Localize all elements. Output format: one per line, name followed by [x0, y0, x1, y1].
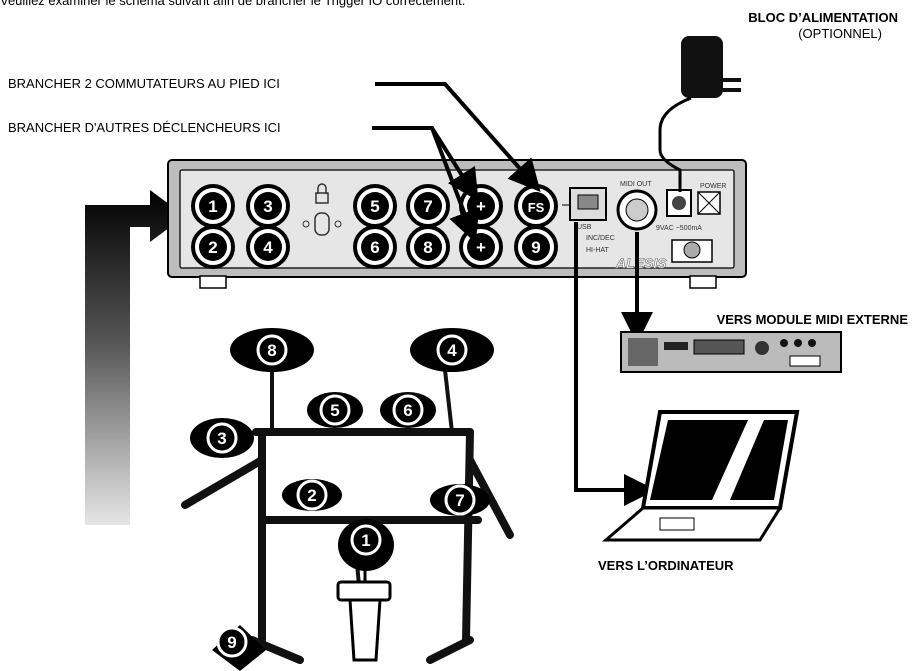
svg-text:7: 7 — [423, 197, 432, 216]
midi-module — [620, 331, 842, 373]
lock-icon — [317, 183, 327, 194]
power-supply-title: BLOC D’ALIMENTATION — [748, 10, 898, 25]
midi-module-label: VERS MODULE MIDI EXTERNE — [717, 312, 909, 327]
jack-7: 7 — [406, 184, 450, 228]
pad-badge-4: 4 — [436, 334, 468, 366]
pad-badge-7: 7 — [444, 484, 476, 516]
svg-text:9: 9 — [531, 238, 540, 257]
pad-badge-6: 6 — [392, 394, 424, 426]
kick-pedal — [336, 560, 392, 662]
jack-4: 4 — [246, 225, 290, 269]
trigger-flow-arrow — [85, 190, 185, 525]
svg-text:2: 2 — [307, 486, 316, 505]
inc-dec-label: INC/DEC — [586, 235, 615, 242]
brand-logo: ALESIS — [615, 255, 667, 271]
svg-text:8: 8 — [423, 238, 432, 257]
midi-out-label: MIDI OUT — [620, 181, 652, 188]
svg-text:7: 7 — [455, 491, 464, 510]
svg-text:+: + — [476, 197, 486, 216]
svg-text:3: 3 — [263, 197, 272, 216]
usb-label: USB — [577, 224, 592, 231]
laptop — [601, 410, 800, 542]
svg-text:6: 6 — [403, 401, 412, 420]
jack-plus-bottom: + — [459, 225, 503, 269]
instruction-text: Veuillez examiner le schéma suivant afin… — [0, 0, 466, 8]
power-adapter — [658, 36, 741, 192]
trigger-arrows — [372, 126, 480, 243]
svg-text:+: + — [476, 238, 486, 257]
svg-text:FS: FS — [528, 200, 545, 215]
svg-text:1: 1 — [208, 197, 217, 216]
jack-8: 8 — [406, 225, 450, 269]
svg-text:1: 1 — [361, 531, 370, 550]
voltage-label: 9VAC ~500mA — [656, 225, 702, 232]
svg-text:2: 2 — [208, 238, 217, 257]
hi-hat-label: HI-HAT — [586, 247, 610, 254]
jack-1: 1 — [191, 184, 235, 228]
svg-text:5: 5 — [370, 197, 379, 216]
usb-cable-arrow — [574, 222, 656, 506]
pad-badge-5: 5 — [319, 394, 351, 426]
pad-badge-2: 2 — [296, 479, 328, 511]
pad-badge-8: 8 — [256, 334, 288, 366]
power-label: POWER — [700, 183, 726, 190]
svg-text:9: 9 — [227, 633, 236, 652]
svg-text:3: 3 — [217, 429, 226, 448]
pad-badge-9: 9 — [216, 626, 248, 658]
trigger-io-device: MIDI OUT POWER USB INC/DEC HI-HAT 9VAC ~… — [167, 159, 747, 289]
computer-label: VERS L’ORDINATEUR — [598, 558, 734, 573]
power-supply-optional: (OPTIONNEL) — [798, 26, 882, 41]
svg-text:8: 8 — [267, 341, 276, 360]
jack-9: 9 — [514, 225, 558, 269]
svg-text:4: 4 — [263, 238, 273, 257]
jack-fs: FS — [514, 184, 558, 228]
svg-text:4: 4 — [447, 341, 457, 360]
footswitch-label: BRANCHER 2 COMMUTATEURS AU PIED ICI — [8, 76, 280, 91]
pad-badge-1: 1 — [350, 524, 382, 556]
svg-text:5: 5 — [330, 401, 339, 420]
footswitch-arrow — [375, 82, 541, 192]
pad-badge-3: 3 — [206, 422, 238, 454]
jack-3: 3 — [246, 184, 290, 228]
jack-6: 6 — [353, 225, 397, 269]
triggers-label: BRANCHER D'AUTRES DÉCLENCHEURS ICI — [8, 120, 281, 135]
jack-5: 5 — [353, 184, 397, 228]
svg-text:6: 6 — [370, 238, 379, 257]
jack-2: 2 — [191, 225, 235, 269]
